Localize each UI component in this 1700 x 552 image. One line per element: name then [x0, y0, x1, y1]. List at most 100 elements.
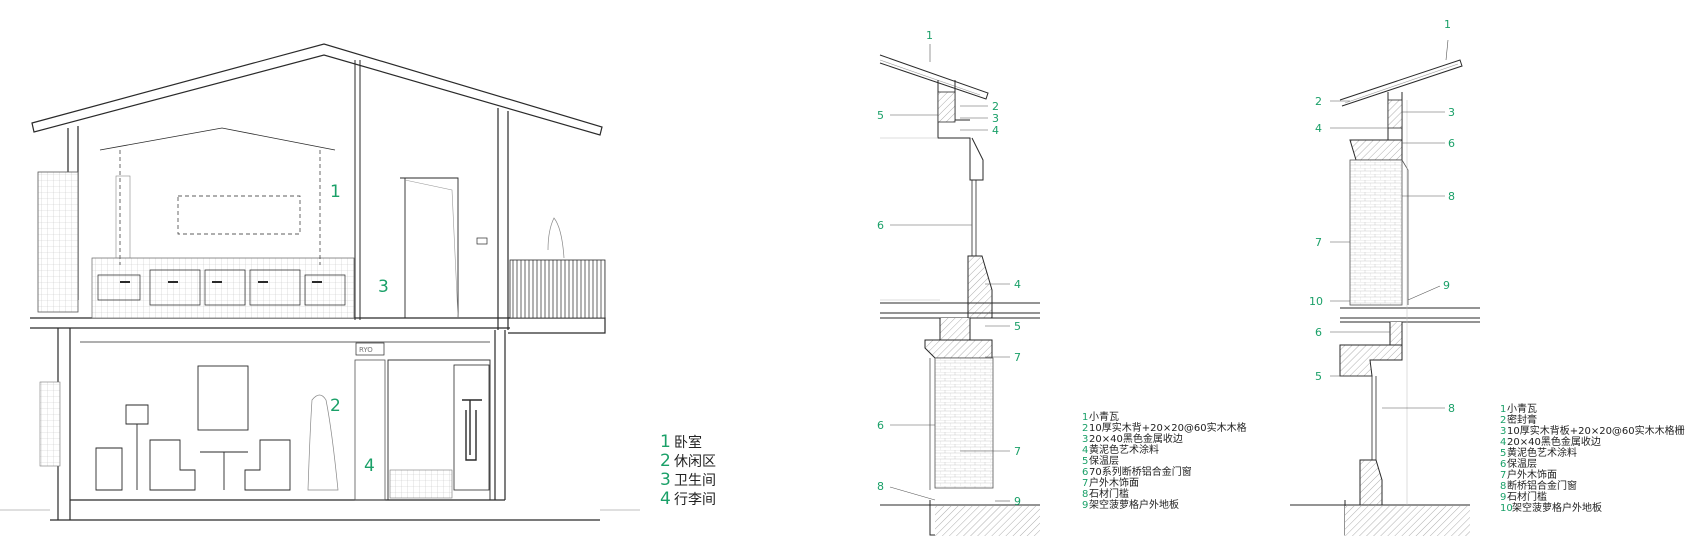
- callout-number: 7: [1014, 351, 1021, 364]
- right-wall-lower: [494, 330, 506, 500]
- callout-number: 2: [1315, 95, 1322, 108]
- callout-number: 5: [1014, 320, 1021, 333]
- legend-number: 10: [1500, 503, 1513, 514]
- balcony-figure: [547, 217, 565, 259]
- room-legend-num: 4: [660, 489, 671, 509]
- room-legend: 1 卧室 2 休闲区 3 卫生间 4 行李间: [660, 432, 716, 509]
- room-legend-text: 休闲区: [674, 454, 716, 470]
- central-partition: [354, 60, 361, 320]
- legend-number: 4: [1082, 445, 1088, 456]
- building-section: [0, 43, 640, 521]
- room-number: 1: [330, 182, 341, 202]
- wardrobe: [453, 364, 490, 491]
- legend-text: 保温层: [1089, 454, 1119, 467]
- bedroom-furniture: [97, 269, 346, 306]
- callout-number: 4: [1315, 122, 1322, 135]
- sign-plate: [355, 342, 385, 356]
- legend-text: 10厚实木背+20×20@60实木木格: [1089, 421, 1247, 434]
- detail-b-window: [1371, 376, 1377, 460]
- legend-text: 架空菠萝格户外地板: [1089, 498, 1179, 511]
- callout-number: 1: [926, 29, 933, 42]
- legend-number: 5: [1082, 456, 1088, 467]
- legend-number: 9: [1500, 492, 1506, 503]
- wall-painting: [197, 365, 249, 431]
- callout-number: 10: [1309, 295, 1323, 308]
- legend-number: 3: [1082, 434, 1088, 445]
- legend-number: 8: [1082, 489, 1088, 500]
- legend-number: 3: [1500, 426, 1506, 437]
- legend-number: 9: [1082, 500, 1088, 511]
- legend-text: 保温层: [1507, 457, 1537, 470]
- legend-number: 7: [1082, 478, 1088, 489]
- ceiling-fixture: [99, 127, 336, 151]
- callout-number: 3: [992, 112, 999, 125]
- callout-number: 7: [1014, 445, 1021, 458]
- detail-a-callouts: 1 2 3 4 5 6 4 5 7 6 7 8 9: [877, 29, 1021, 508]
- legend-number: 7: [1500, 470, 1506, 481]
- callout-number: 9: [1014, 495, 1021, 508]
- bedroom-tile-wall: [91, 257, 355, 319]
- legend-number: 2: [1500, 415, 1506, 426]
- callout-number: 1: [1444, 18, 1451, 31]
- room-number: 4: [364, 456, 375, 476]
- standing-figure: [307, 394, 339, 491]
- legend-text: 黄泥色艺术涂料: [1507, 446, 1577, 459]
- detail-a-roof: [879, 54, 989, 100]
- left-window-panel: [37, 171, 79, 313]
- detail-b-sill: [1339, 344, 1403, 377]
- callout-number: 6: [877, 219, 884, 232]
- callout-number: 2: [992, 100, 999, 113]
- legend-number: 8: [1500, 481, 1506, 492]
- room-number-labels: 1 2 3 4 RYO: [330, 182, 389, 476]
- lounge-chairs: [95, 439, 291, 491]
- detail-b-lower-sill: [1359, 459, 1383, 506]
- ground-slab: [50, 499, 600, 521]
- detail-a-sill: [967, 255, 993, 319]
- room-legend-num: 2: [660, 451, 671, 471]
- wall-detail-b: [1290, 39, 1480, 536]
- legend-text: 20×40黑色金属收边: [1089, 432, 1183, 445]
- callout-number: 8: [1448, 402, 1455, 415]
- legend-text: 黄泥色艺术涂料: [1089, 443, 1159, 456]
- bathroom-door: [400, 177, 459, 318]
- legend-text: 10厚实木背板+20×20@60实木木格栅: [1507, 424, 1685, 437]
- callout-number: 4: [1014, 278, 1021, 291]
- callout-number: 9: [1443, 279, 1450, 292]
- legend-text: 户外木饰面: [1089, 476, 1139, 489]
- detail-a-window: [971, 180, 977, 256]
- legend-text: 石材门槛: [1089, 487, 1129, 500]
- callout-number: 6: [1448, 137, 1455, 150]
- legend-text: 小青瓦: [1507, 402, 1537, 415]
- room-number: 3: [378, 277, 389, 297]
- legend-text: 架空菠萝格户外地板: [1512, 501, 1602, 514]
- room-legend-num: 3: [660, 470, 671, 490]
- sign-text: RYO: [359, 346, 373, 354]
- detail-b-beam: [1349, 139, 1403, 161]
- roof-outline: [31, 43, 603, 136]
- detail-b-roof: [1339, 59, 1463, 107]
- callout-number: 4: [992, 124, 999, 137]
- callout-number: 7: [1315, 236, 1322, 249]
- callout-number: 5: [1315, 370, 1322, 383]
- detail-a-lower-beam: [924, 339, 993, 359]
- balcony-slab: [508, 317, 606, 334]
- legend-text: 70系列断桥铝合金门窗: [1089, 465, 1192, 478]
- legend-text: 断桥铝合金门窗: [1507, 479, 1577, 492]
- callout-number: 6: [1315, 326, 1322, 339]
- legend-number: 5: [1500, 448, 1506, 459]
- legend-text: 石材门槛: [1507, 490, 1547, 503]
- legend-text: 小青瓦: [1089, 410, 1119, 423]
- room-legend-num: 1: [660, 432, 671, 452]
- detail-a-wood-cladding: [934, 357, 994, 489]
- floor-slab: [30, 317, 510, 329]
- right-wall: [497, 108, 509, 330]
- legend-number: 6: [1500, 459, 1506, 470]
- callout-number: 3: [1448, 106, 1455, 119]
- legend-number: 4: [1500, 437, 1506, 448]
- floor-lamp: [125, 404, 149, 490]
- callout-number: 8: [877, 480, 884, 493]
- room-legend-text: 卧室: [674, 434, 702, 451]
- detail-b-floor: [1340, 307, 1480, 323]
